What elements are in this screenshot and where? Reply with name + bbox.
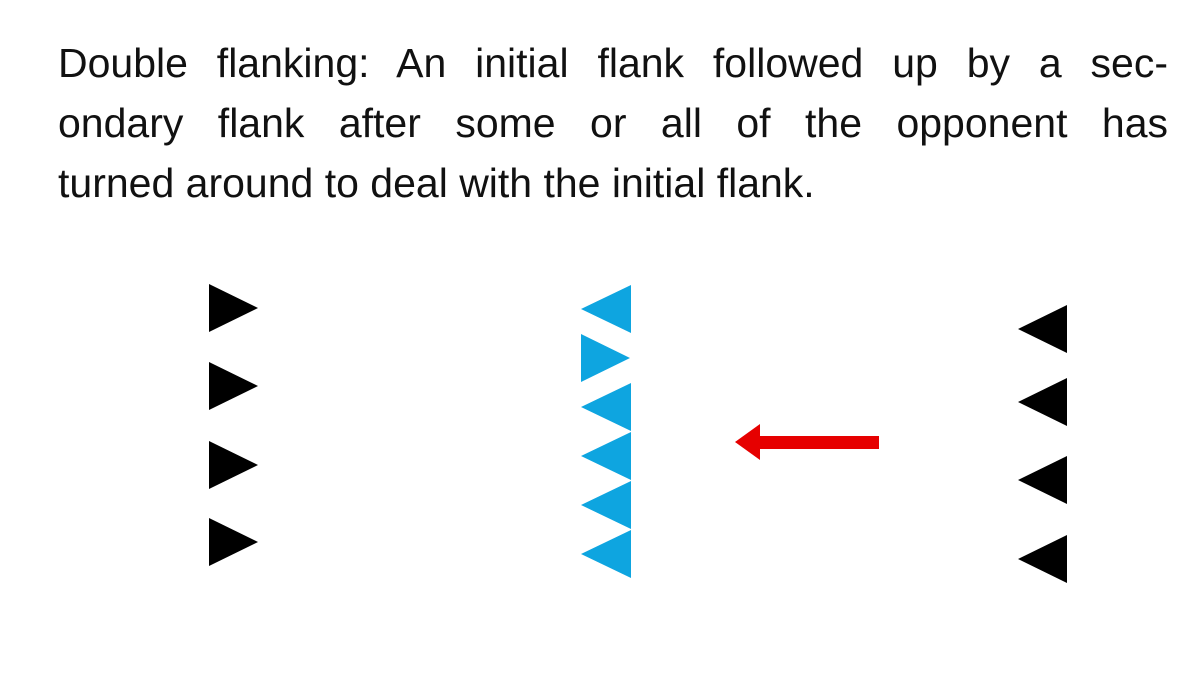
black-unit-right-facing: [209, 518, 258, 566]
black-unit-right-facing: [209, 284, 258, 332]
blue-unit-left-facing: [581, 432, 631, 480]
left-black-army: [209, 284, 258, 566]
blue-army: [581, 285, 631, 578]
black-unit-right-facing: [209, 362, 258, 410]
caption-line-2: ondary flank after some or all of the op…: [58, 100, 1168, 146]
blue-unit-left-facing: [581, 285, 631, 333]
arrow-shaft: [755, 436, 879, 449]
black-unit-left-facing: [1018, 456, 1067, 504]
black-unit-left-facing: [1018, 378, 1067, 426]
caption-line-3: turned around to deal with the initial f…: [58, 160, 815, 206]
caption-line-1: Double flanking: An initial flank follow…: [58, 40, 1168, 86]
arrow-head: [735, 424, 760, 460]
black-unit-left-facing: [1018, 305, 1067, 353]
black-unit-left-facing: [1018, 535, 1067, 583]
movement-arrow: [735, 424, 879, 460]
right-black-army: [1018, 305, 1067, 583]
blue-unit-left-facing: [581, 481, 631, 529]
black-unit-right-facing: [209, 441, 258, 489]
blue-unit-left-facing: [581, 530, 631, 578]
blue-unit-right-facing: [581, 334, 630, 382]
blue-unit-left-facing: [581, 383, 631, 431]
